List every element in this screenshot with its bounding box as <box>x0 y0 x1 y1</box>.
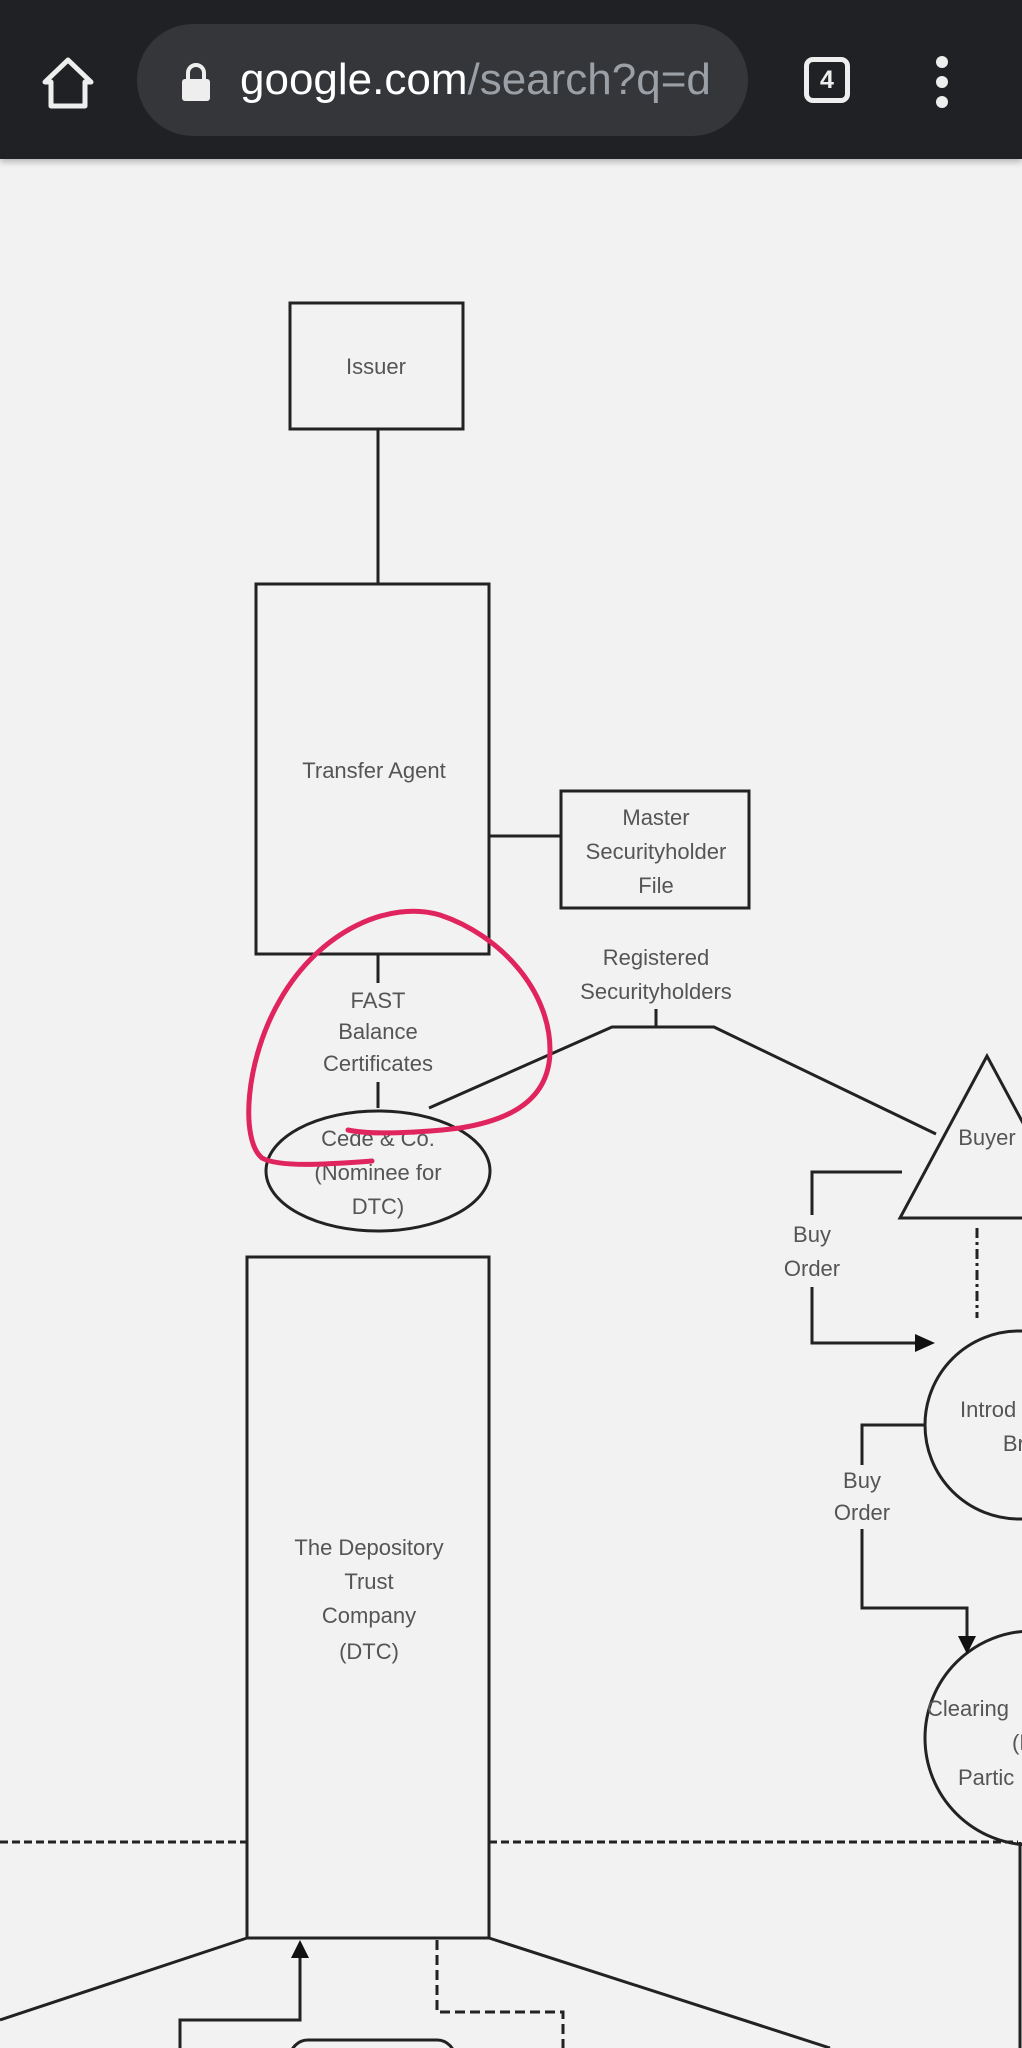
buy-order-label: Order <box>834 1500 890 1525</box>
fast-label: FAST <box>350 988 405 1013</box>
tab-switcher-button[interactable]: 4 <box>804 57 850 103</box>
buyer-triangle <box>897 1052 1022 1220</box>
transfer-agent-label: Transfer Agent <box>302 758 445 783</box>
dtc-label: Trust <box>344 1569 393 1594</box>
buy-order-label: Buy <box>843 1468 881 1493</box>
address-bar[interactable]: google.com/search?q=d <box>137 24 748 136</box>
dtc-label: Company <box>322 1603 416 1628</box>
url-host: google.com <box>240 55 468 104</box>
buyer-label: Buyer <box>958 1125 1015 1150</box>
intro-broker-circle <box>923 1329 1022 1521</box>
issuer-label: Issuer <box>346 354 406 379</box>
master-file-label: Securityholder <box>586 839 727 864</box>
intro-broker-label: Introd <box>960 1397 1016 1422</box>
dtc-label: (DTC) <box>339 1639 399 1664</box>
home-icon[interactable] <box>40 55 96 111</box>
clearing-label: Clearing <box>927 1696 1009 1721</box>
dtc-label: The Depository <box>294 1535 443 1560</box>
browser-toolbar: google.com/search?q=d 4 <box>0 0 1022 159</box>
buy-order-label: Buy <box>793 1222 831 1247</box>
intro-broker-label: Bro <box>1003 1431 1022 1456</box>
registered-label: Registered <box>603 945 709 970</box>
url-text: google.com/search?q=d <box>240 50 711 110</box>
url-path: /search?q=d <box>467 55 711 104</box>
cede-label: DTC) <box>352 1194 405 1219</box>
buy-order-label: Order <box>784 1256 840 1281</box>
master-file-box <box>559 789 751 910</box>
clearing-label: (D <box>1012 1730 1022 1755</box>
master-file-label: Master <box>622 805 689 830</box>
master-file-label: File <box>638 873 673 898</box>
registered-label: Securityholders <box>580 979 732 1004</box>
securities-flow-diagram: Issuer Transfer Agent Master Securityhol… <box>0 301 1022 2048</box>
clearing-label: Partic <box>958 1765 1014 1790</box>
red-annotation-circle <box>246 908 553 1167</box>
transfer-agent-box <box>254 582 491 956</box>
fast-label: Certificates <box>323 1051 433 1076</box>
dtc-box <box>245 1255 491 1940</box>
fast-label: Balance <box>338 1019 418 1044</box>
cede-ellipse <box>264 1109 492 1233</box>
clearing-circle <box>923 1629 1022 1847</box>
lock-icon <box>182 63 210 101</box>
more-vert-icon[interactable] <box>930 55 954 109</box>
